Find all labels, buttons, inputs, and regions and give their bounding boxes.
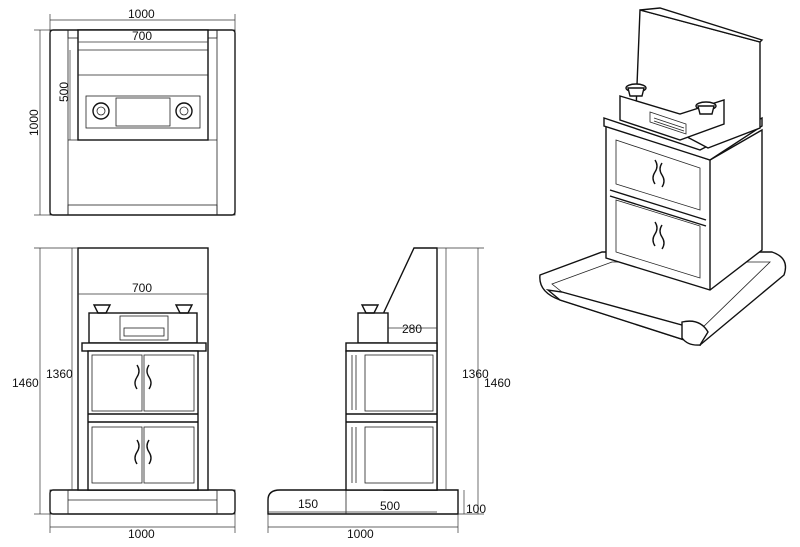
front-inner-width-label: 700	[132, 281, 152, 295]
side-body-depth-label: 500	[380, 499, 400, 513]
side-view: 280 1360 1460 150 500 1000 100	[267, 247, 511, 541]
isometric-view	[539, 7, 787, 346]
side-base-offset-label: 150	[298, 497, 318, 511]
side-body-height-label: 1360	[462, 367, 489, 381]
left-knob	[92, 102, 110, 120]
top-inner-width-label: 700	[132, 29, 152, 43]
right-knob	[175, 102, 193, 120]
top-view: 1000 700 500 1000	[27, 7, 236, 216]
side-base-height-label: 100	[466, 502, 486, 516]
front-total-height-label: 1460	[12, 376, 39, 390]
front-view: 700 1360 1460 1000	[12, 247, 236, 541]
side-top-depth-label: 280	[402, 322, 422, 336]
top-depth-label: 500	[57, 82, 71, 102]
side-total-height-label: 1460	[484, 376, 511, 390]
top-total-depth-label: 1000	[27, 109, 41, 136]
front-body-height-label: 1360	[46, 367, 73, 381]
top-width-label: 1000	[128, 7, 155, 21]
front-base-width-label: 1000	[128, 527, 155, 541]
side-base-depth-label: 1000	[347, 527, 374, 541]
